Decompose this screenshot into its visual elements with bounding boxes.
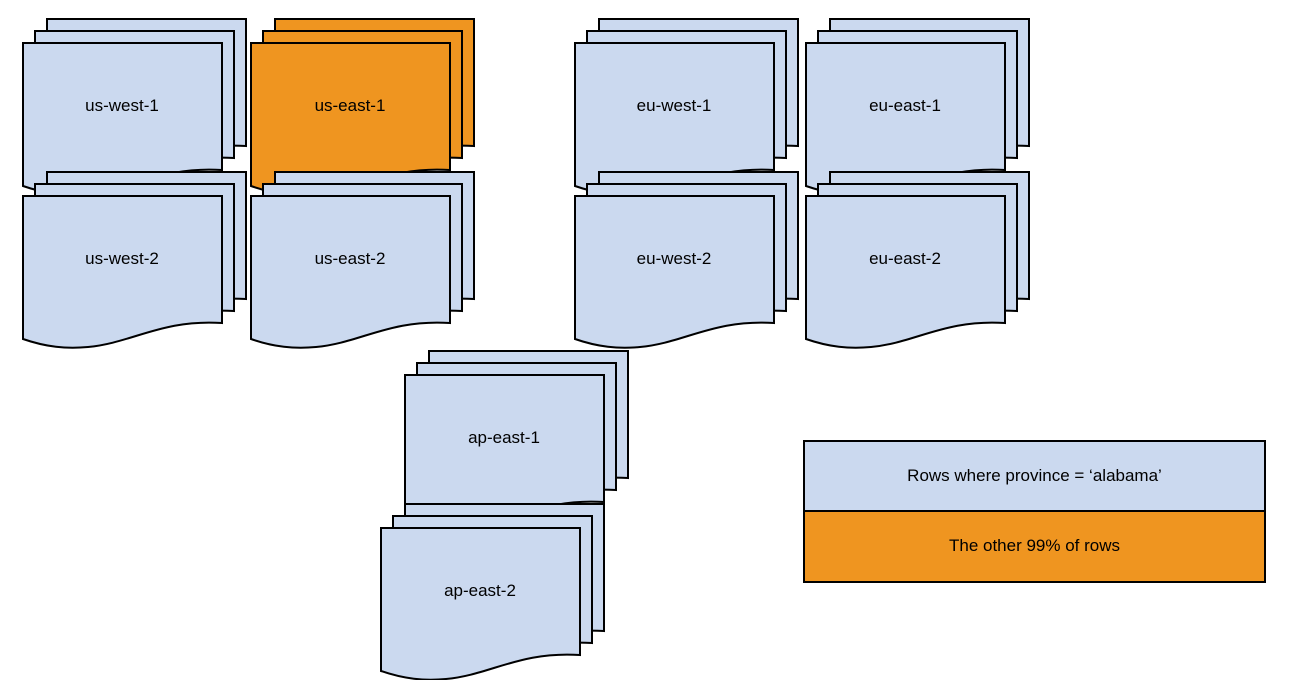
stack-sheet-ap-east-2-1 — [380, 527, 581, 680]
stack-shape-eu-east-2 — [805, 171, 1030, 349]
stack-sheet-eu-east-2-1 — [805, 195, 1006, 349]
stack-sheet-eu-west-2-1 — [574, 195, 775, 349]
stack-shape-ap-east-2 — [380, 503, 605, 680]
stack-sheet-us-west-2-1 — [22, 195, 223, 349]
stack-shape-eu-west-2 — [574, 171, 799, 349]
stack-shape-eu-east-1 — [805, 18, 1030, 196]
legend-row-orange: The other 99% of rows — [805, 511, 1264, 581]
region-stack-eu-west-1[interactable]: eu-west-1 — [574, 18, 802, 198]
stack-sheet-us-east-2-1 — [250, 195, 451, 349]
stack-shape-us-west-2 — [22, 171, 247, 349]
stack-shape-us-east-2 — [250, 171, 475, 349]
region-stack-us-east-2[interactable]: us-east-2 — [250, 171, 478, 351]
region-stack-us-east-1[interactable]: us-east-1 — [250, 18, 478, 198]
stack-shape-us-east-1 — [250, 18, 475, 196]
region-stack-eu-west-2[interactable]: eu-west-2 — [574, 171, 802, 351]
region-stack-us-west-2[interactable]: us-west-2 — [22, 171, 250, 351]
region-stack-ap-east-2[interactable]: ap-east-2 — [380, 503, 608, 680]
region-stack-eu-east-2[interactable]: eu-east-2 — [805, 171, 1033, 351]
legend-label-blue: Rows where province = ‘alabama’ — [907, 465, 1162, 485]
legend-row-blue: Rows where province = ‘alabama’ — [805, 442, 1264, 512]
legend: Rows where province = ‘alabama’ The other… — [803, 440, 1266, 583]
legend-label-orange: The other 99% of rows — [948, 536, 1121, 556]
stack-shape-eu-west-1 — [574, 18, 799, 196]
